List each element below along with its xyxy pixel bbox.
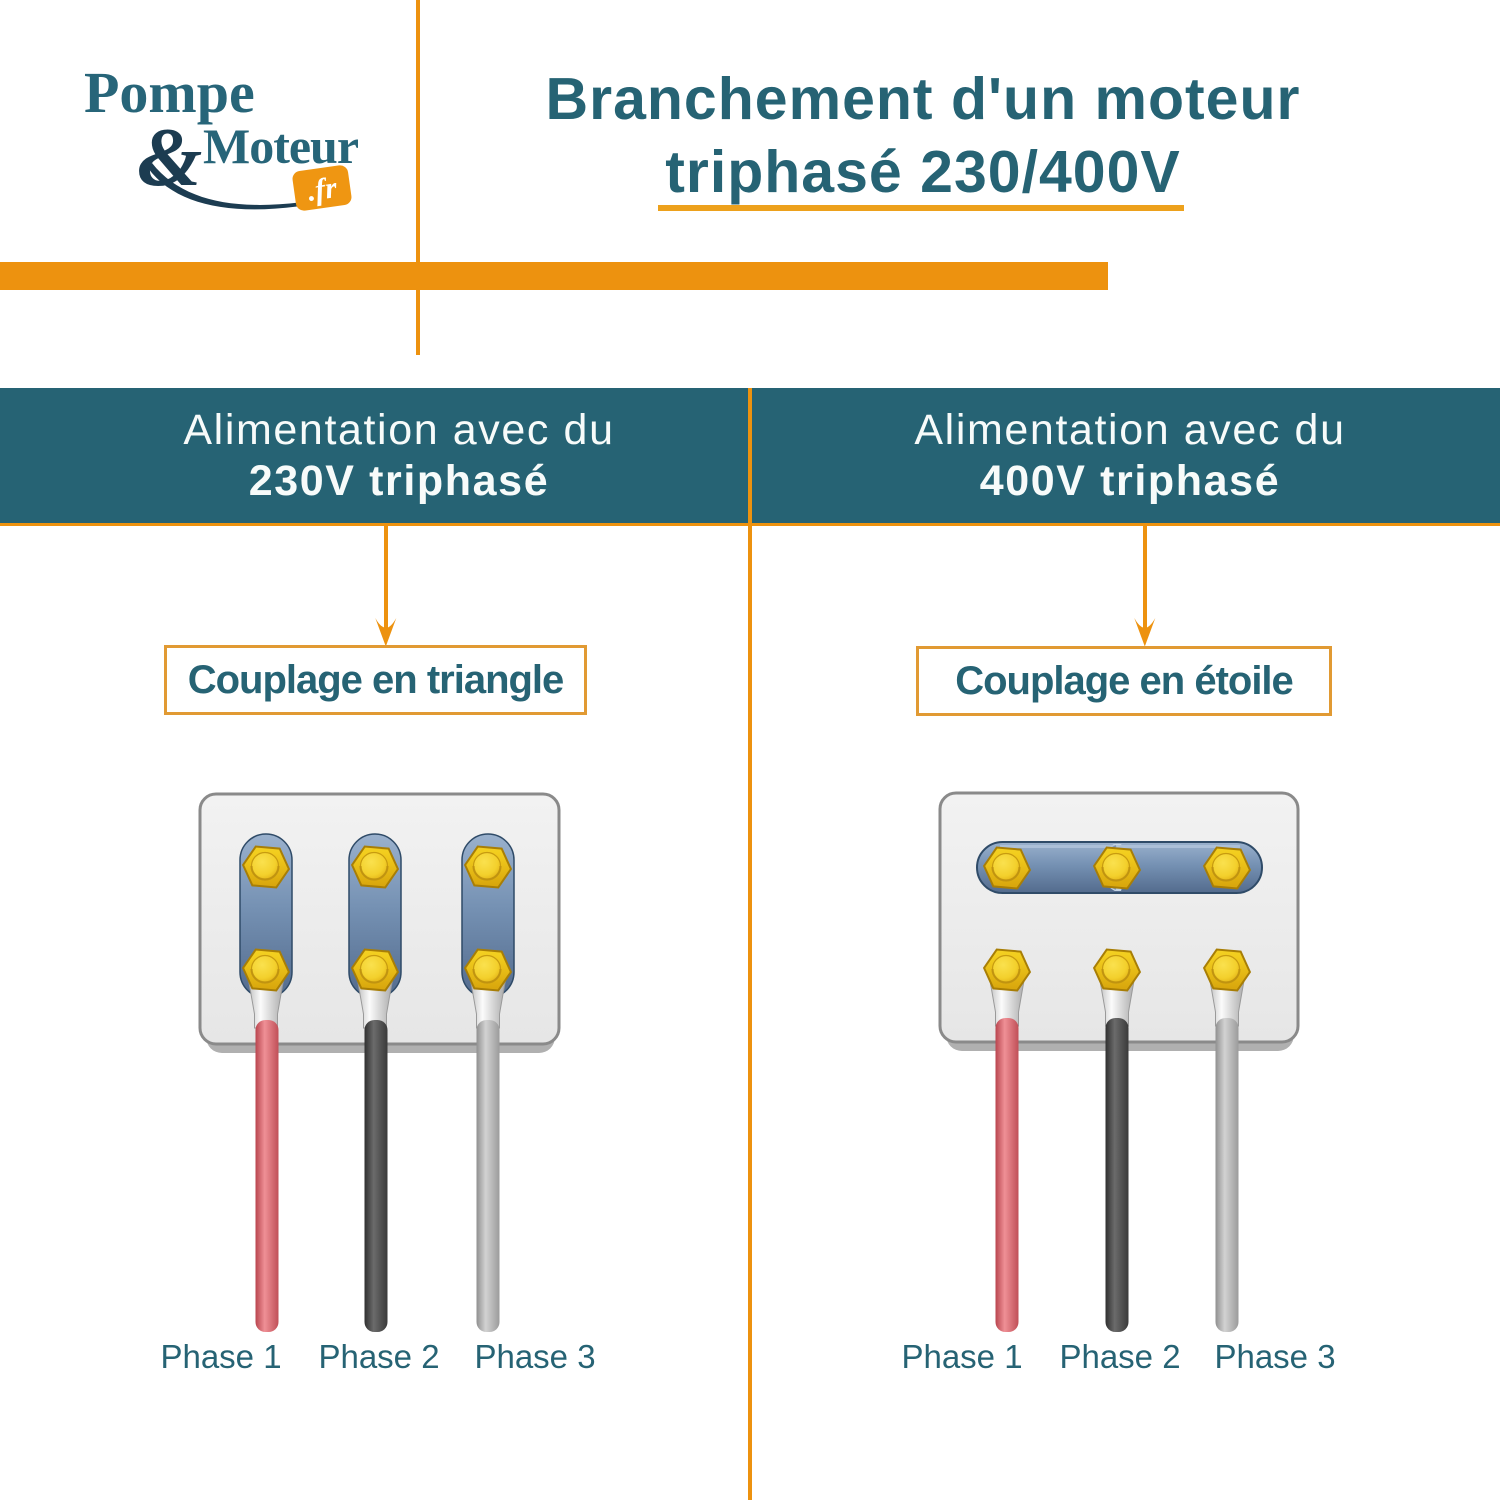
svg-text:Pompe: Pompe <box>84 60 255 125</box>
svg-text:Moteur: Moteur <box>203 118 359 174</box>
svg-text:&: & <box>137 111 202 204</box>
svg-text:.fr: .fr <box>305 171 339 208</box>
